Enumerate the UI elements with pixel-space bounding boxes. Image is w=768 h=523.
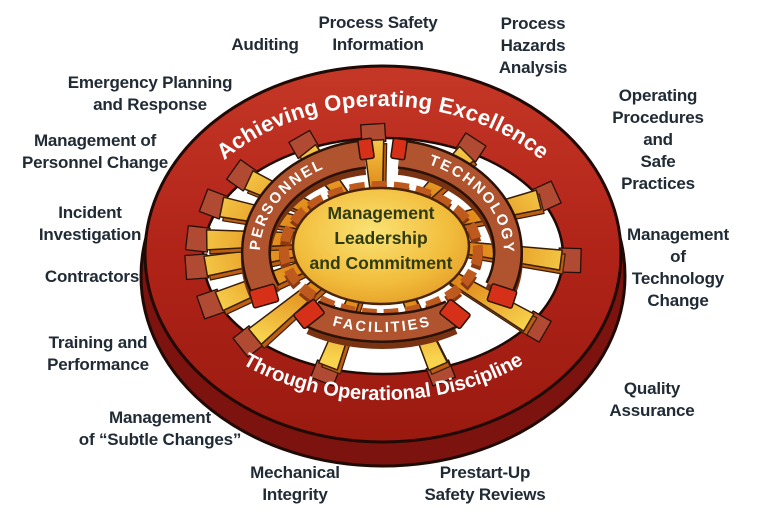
segment-facilities-label: FACILITIES <box>331 314 432 336</box>
label-mechanical-integrity: Mechanical Integrity <box>250 463 340 504</box>
hub-text-line1: Management <box>328 203 435 223</box>
label-process-hazards-analysis: Process Hazards Analysis <box>498 14 568 77</box>
hub-text-line3: and Commitment <box>310 253 453 273</box>
segment-technology-band <box>397 139 523 302</box>
segment-end-block <box>248 283 280 309</box>
segment-personnel-band <box>240 139 367 306</box>
label-operating-procedures-safe-practices: Operating Procedures and Safe Practices <box>612 86 704 193</box>
label-incident-investigation: Incident Investigation <box>38 203 142 244</box>
label-training-and-performance: Training and Performance <box>47 333 149 374</box>
label-prestart-up-safety-reviews: Prestart-Up Safety Reviews <box>424 463 546 504</box>
label-process-safety-information: Process Safety Information <box>318 13 438 54</box>
segment-end-block <box>357 137 375 161</box>
label-management-of-personnel-change: Management of Personnel Change <box>21 131 169 172</box>
label-quality-assurance: Quality Assurance <box>609 379 695 420</box>
segment-end-block <box>486 283 518 309</box>
label-auditing: Auditing <box>231 35 299 54</box>
label-contractors: Contractors <box>44 267 140 286</box>
hub-text-line2: Leadership <box>334 228 427 248</box>
segment-end-block <box>390 137 408 161</box>
segment-end-block <box>293 298 325 330</box>
label-management-of-technology-change: Management of Technology Change <box>627 225 729 310</box>
label-management-of-subtle-changes: Management of “Subtle Changes” <box>78 408 242 449</box>
label-emergency-planning-and-response: Emergency Planning and Response <box>67 73 233 114</box>
segment-facilities-band <box>306 300 458 349</box>
hub <box>291 186 471 306</box>
hub-brick-ring <box>279 181 483 319</box>
segment-end-block <box>439 298 471 330</box>
